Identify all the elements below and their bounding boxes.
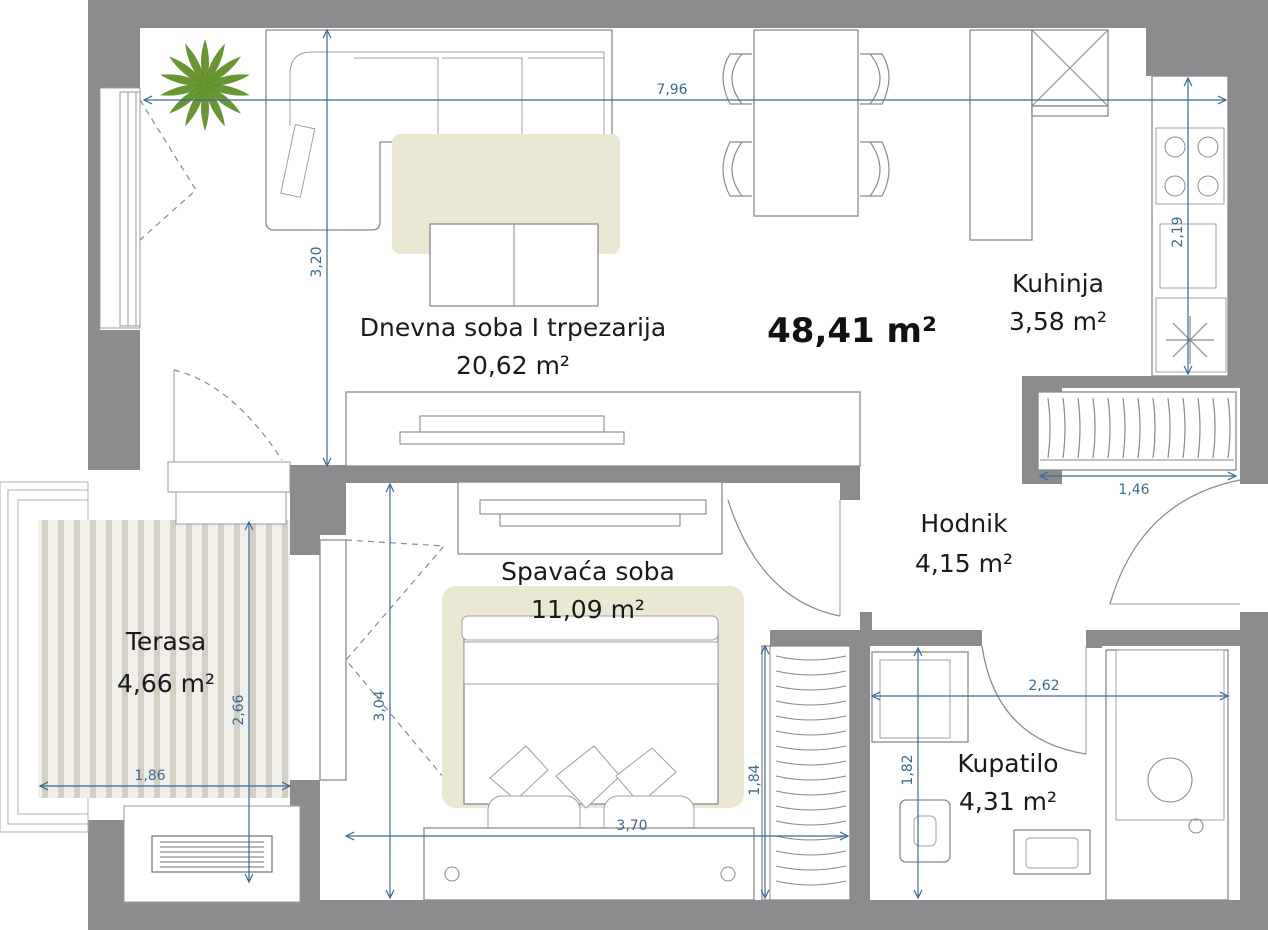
dining-chairs bbox=[722, 53, 890, 197]
kitchen-name: Kuhinja bbox=[1012, 269, 1104, 298]
bedroom-area: 11,09 m² bbox=[531, 595, 645, 624]
terrace-name: Terasa bbox=[125, 627, 206, 656]
bathroom-furniture bbox=[871, 645, 1229, 901]
kitchen-area: 3,58 m² bbox=[1009, 307, 1107, 336]
bed-icon bbox=[423, 615, 755, 901]
dimension-label-living-depth: 3,20 bbox=[309, 246, 325, 277]
dimension-label-wardrobe-depth: 1,84 bbox=[747, 764, 763, 795]
dimension-label-bedroom-depth: 3,04 bbox=[372, 690, 388, 721]
dimension-label-kitchen-depth: 2,19 bbox=[1170, 216, 1186, 247]
snowflake-icon bbox=[1166, 316, 1214, 364]
bedroom-furniture bbox=[319, 481, 851, 901]
living-room-name: Dnevna soba I trpezarija bbox=[360, 313, 666, 342]
plant-icon bbox=[160, 39, 250, 131]
dimension-label-bedroom-width: 3,70 bbox=[616, 818, 647, 834]
bathroom-name: Kupatilo bbox=[957, 749, 1058, 778]
hallway-area: 4,15 m² bbox=[915, 549, 1013, 578]
terrace bbox=[0, 461, 301, 903]
walls bbox=[88, 0, 1268, 930]
hallway-name: Hodnik bbox=[920, 509, 1008, 538]
tv-unit bbox=[345, 391, 861, 467]
dining-table bbox=[753, 29, 859, 217]
dimension-label-bathroom-depth: 1,82 bbox=[900, 754, 916, 785]
living-room-area: 20,62 m² bbox=[456, 351, 570, 380]
living-furniture bbox=[99, 29, 890, 467]
terrace-area: 4,66 m² bbox=[117, 669, 215, 698]
window-icon bbox=[99, 87, 141, 329]
dimension-label-terrace-depth: 2,66 bbox=[231, 694, 247, 725]
sofa-icon bbox=[265, 29, 613, 231]
bathroom-area: 4,31 m² bbox=[959, 787, 1057, 816]
bedroom-name: Spavaća soba bbox=[501, 557, 675, 586]
hallway-wardrobe bbox=[727, 391, 1241, 617]
dimension-label-hallway-width: 1,46 bbox=[1118, 482, 1149, 498]
dimension-label-terrace-width: 1,86 bbox=[134, 768, 165, 784]
dimension-label-bathroom-width: 2,62 bbox=[1028, 678, 1059, 694]
total-area: 48,41 m² bbox=[767, 311, 937, 351]
dimension-label-living-width: 7,96 bbox=[656, 82, 687, 98]
